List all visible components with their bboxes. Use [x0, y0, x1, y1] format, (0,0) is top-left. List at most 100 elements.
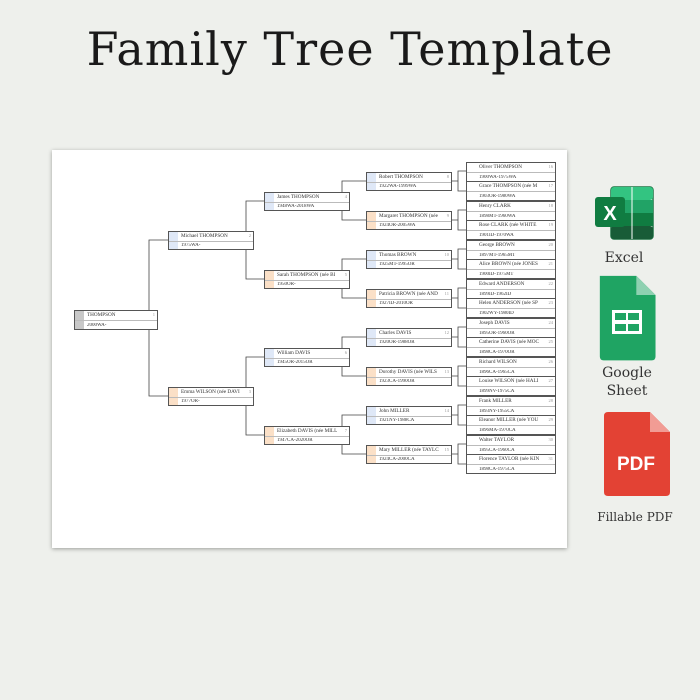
person-name: Eleanor MILLER (née YOU [479, 417, 539, 423]
person-number: 22 [548, 281, 554, 286]
person-box-10[interactable]: Thomas BROWN 1925MT-1995OR 10 [366, 250, 452, 269]
person-number: 14 [444, 408, 450, 413]
person-name: Margaret THOMPSON (née [379, 213, 438, 219]
person-dates: 1923CA-1990OR [379, 379, 415, 384]
person-box-1[interactable]: THOMPSON 2000WA- 1 [74, 310, 158, 330]
person-box-13[interactable]: Dorothy DAVIS (née WILS 1923CA-1990OR 13 [366, 367, 452, 386]
box-divider [367, 454, 451, 456]
person-name: Louise WILSON (née HALI [479, 378, 539, 384]
person-dates: 1927ID-2010OR [379, 301, 413, 306]
person-name: Thomas BROWN [379, 252, 417, 258]
person-number: 24 [548, 320, 554, 325]
person-dates: 1903OR-1980WA [479, 193, 516, 199]
person-box-15[interactable]: Mary MILLER (née TAYLC 1924CA-2000CA 15 [366, 445, 452, 464]
person-dates: 1898CA-1975CA [479, 466, 515, 472]
google-sheets-label: Google Sheet [596, 365, 658, 400]
person-name: Helen ANDERSON (née SP [479, 300, 538, 306]
person-box-14[interactable]: John MILLER 1921NY-1988CA 14 [366, 406, 452, 425]
person-dates: 1945OR-2015OR [277, 360, 313, 365]
person-dates: 1896MA-1970CA [479, 427, 516, 433]
box-divider [265, 201, 349, 203]
person-name: THOMPSON [87, 312, 116, 318]
person-box-12[interactable]: Charles DAVIS 1920OR-1988OR 12 [366, 328, 452, 347]
person-name: Emma WILSON (née DAVI [181, 389, 240, 395]
person-name: William DAVIS [277, 350, 311, 356]
person-number: 18 [548, 203, 554, 208]
person-box-4[interactable]: James THOMPSON 1948WA-2018WA 4 [264, 192, 350, 211]
person-number: 28 [548, 398, 554, 403]
box-divider [467, 463, 555, 465]
person-number: 21 [548, 261, 554, 266]
person-dates: 1898MT-1960WA [479, 213, 516, 219]
person-box-6[interactable]: William DAVIS 1945OR-2015OR 6 [264, 348, 350, 367]
person-dates: 1896CA-1965CA [479, 369, 515, 375]
box-divider [169, 396, 253, 398]
person-box-23[interactable]: Helen ANDERSON (née SP 1902WY-1980ID 23 [466, 298, 556, 318]
box-divider [367, 376, 451, 378]
person-dates: 1920OR-1988OR [379, 340, 415, 345]
box-divider [265, 279, 349, 281]
person-number: 25 [548, 339, 554, 344]
person-number: 26 [548, 359, 554, 364]
person-dates: 1895CA-1960CA [479, 447, 515, 453]
box-divider [75, 320, 157, 321]
person-dates: 1921NY-1988CA [379, 418, 415, 423]
person-name: Florence TAYLOR (née KIN [479, 456, 540, 462]
person-dates: 1975WA- [181, 243, 201, 248]
person-name: Patricia BROWN (née AND [379, 291, 438, 297]
excel-icon: X [595, 186, 654, 240]
google-sheets-icon [599, 275, 656, 361]
person-box-31[interactable]: Florence TAYLOR (née KIN 1898CA-1975CA 31 [466, 454, 556, 474]
person-dates: 1895OR-1960OR [479, 330, 515, 336]
person-dates: 1902WY-1980ID [479, 310, 514, 316]
person-dates: 1898CA-1970OR [479, 349, 515, 355]
person-box-9[interactable]: Margaret THOMPSON (née 1924OR-2005WA 9 [366, 211, 452, 230]
person-name: John MILLER [379, 408, 410, 414]
box-divider [367, 181, 451, 183]
person-dates: 1899ID-1962ID [479, 291, 512, 297]
box-divider [467, 190, 555, 192]
person-box-3[interactable]: Emma WILSON (née DAVI 1977OR- 3 [168, 387, 254, 406]
person-number: 10 [444, 252, 450, 257]
person-box-8[interactable]: Robert THOMPSON 1922WA-1999WA 8 [366, 172, 452, 191]
person-box-11[interactable]: Patricia BROWN (née AND 1927ID-2010OR 11 [366, 289, 452, 308]
person-box-7[interactable]: Elizabeth DAVIS (née MILL 1947CA-2020OR … [264, 426, 350, 445]
person-dates: 1897MT-1965MT [479, 252, 516, 258]
person-dates: 1977OR- [181, 399, 200, 404]
person-number: 1 [152, 312, 155, 317]
box-divider [467, 307, 555, 309]
person-box-5[interactable]: Sarah THOMPSON (née BI 1950OR- 5 [264, 270, 350, 289]
excel-label: Excel [604, 250, 644, 266]
person-name: Grace THOMPSON (née M [479, 183, 538, 189]
pdf-app: PDF [602, 410, 672, 502]
box-divider [467, 405, 555, 407]
person-box-2[interactable]: Michael THOMPSON 1975WA- 2 [168, 231, 254, 250]
box-divider [467, 385, 555, 387]
person-dates: 1948WA-2018WA [277, 204, 315, 209]
person-number: 19 [548, 222, 554, 227]
person-dates: 2000WA- [87, 323, 107, 328]
box-divider [265, 435, 349, 437]
person-number: 27 [548, 378, 554, 383]
person-number: 23 [548, 300, 554, 305]
person-number: 31 [548, 456, 554, 461]
person-name: Charles DAVIS [379, 330, 412, 336]
person-number: 4 [344, 194, 347, 199]
person-name: Elizabeth DAVIS (née MILL [277, 428, 338, 434]
box-divider [467, 210, 555, 212]
box-divider [265, 357, 349, 359]
